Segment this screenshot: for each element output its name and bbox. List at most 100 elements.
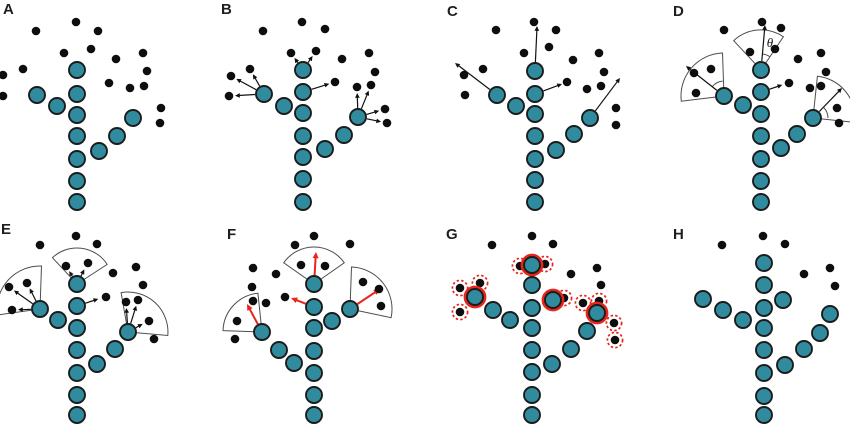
tree-node	[294, 148, 312, 166]
tree-node	[523, 299, 541, 317]
attraction-point	[459, 70, 469, 80]
attraction-point	[18, 64, 28, 74]
tree-node	[48, 97, 66, 115]
attraction-point	[104, 78, 114, 88]
tree-node	[305, 342, 323, 360]
attraction-point	[139, 81, 149, 91]
panel-label-b: B	[221, 1, 232, 18]
attraction-point	[596, 280, 606, 290]
attraction-arrow-head	[137, 323, 143, 329]
perception-cone	[732, 29, 785, 71]
attraction-point	[382, 118, 392, 128]
tree-node	[715, 87, 733, 105]
tree-node	[547, 141, 565, 159]
new-node-ring	[585, 301, 609, 325]
attraction-point	[290, 240, 300, 250]
tree-node	[68, 386, 86, 404]
attraction-arrow-head	[837, 88, 842, 94]
attraction-arrow-head	[374, 109, 380, 115]
attraction-point	[460, 90, 470, 100]
tree-node	[752, 105, 770, 123]
attraction-point	[370, 67, 380, 77]
attraction-point	[830, 281, 840, 291]
attraction-point	[131, 262, 141, 272]
perception-cone	[349, 266, 393, 319]
tree-node	[501, 311, 519, 329]
tree-node	[68, 297, 86, 315]
tree-node	[341, 300, 359, 318]
attraction-arrow-head	[236, 78, 242, 84]
attraction-point	[568, 55, 578, 65]
attraction-point	[780, 239, 790, 249]
tree-node	[305, 406, 323, 424]
attraction-point	[793, 54, 803, 64]
tree-node	[755, 254, 773, 272]
tree-node	[788, 125, 806, 143]
attraction-point	[706, 64, 716, 74]
tree-node	[305, 319, 323, 337]
tree-node	[804, 109, 822, 127]
attraction-arrow-head	[556, 83, 562, 88]
attraction-point	[22, 278, 32, 288]
theta-angle-arc	[823, 107, 829, 119]
tree-node	[68, 61, 86, 79]
attraction-point	[475, 278, 485, 288]
growth-direction-arrow	[313, 256, 317, 276]
new-node-ring	[520, 253, 544, 277]
tree-node	[270, 341, 288, 359]
tree-node	[316, 140, 334, 158]
panel-label-h: H	[673, 226, 684, 243]
attraction-arrow-head	[29, 288, 34, 294]
tree-node	[526, 193, 544, 211]
tree-node	[349, 108, 367, 126]
growth-direction-arrow-head	[291, 297, 298, 303]
attraction-point	[35, 240, 45, 250]
attraction-point	[611, 103, 621, 113]
attraction-arrow-head	[13, 290, 20, 296]
attraction-point	[286, 48, 296, 58]
attraction-arrow-head	[132, 305, 137, 311]
tree-node	[755, 387, 773, 405]
tree-node	[275, 97, 293, 115]
panel-label-c: C	[447, 3, 458, 20]
panel-f-group	[222, 231, 393, 424]
perception-cone	[51, 247, 108, 285]
attraction-arrow-head	[252, 74, 258, 80]
attraction-point	[125, 83, 135, 93]
attraction-point	[816, 48, 826, 58]
attraction-point	[247, 282, 257, 292]
attraction-point	[138, 48, 148, 58]
tree-node	[68, 85, 86, 103]
tree-node	[755, 299, 773, 317]
attraction-point	[320, 261, 330, 271]
tree-node	[68, 172, 86, 190]
attraction-point	[491, 25, 501, 35]
attraction-point	[138, 280, 148, 290]
attraction-point	[689, 68, 699, 78]
tree-node	[119, 323, 137, 341]
attraction-point	[611, 120, 621, 130]
attraction-point	[101, 292, 111, 302]
removed-attraction-ring	[574, 294, 592, 312]
removed-attraction-ring	[606, 331, 624, 349]
panel-label-g: G	[446, 226, 458, 243]
panel-g-group	[451, 231, 624, 424]
attraction-point	[71, 17, 81, 27]
tree-node	[795, 340, 813, 358]
attraction-arrow-head	[615, 78, 620, 84]
attraction-arrow	[366, 118, 378, 122]
attraction-point	[757, 17, 767, 27]
attraction-point	[599, 67, 609, 77]
perception-cone	[222, 292, 263, 333]
tree-node	[294, 170, 312, 188]
tree-node	[523, 319, 541, 337]
removed-attraction-ring	[605, 314, 623, 332]
attraction-point	[121, 297, 131, 307]
attraction-point	[345, 239, 355, 249]
panel-label-d: D	[673, 3, 684, 20]
tree-node	[294, 83, 312, 101]
attraction-point	[770, 44, 780, 54]
attraction-arrow	[360, 93, 369, 109]
tree-node	[578, 322, 596, 340]
attraction-point	[776, 23, 786, 33]
